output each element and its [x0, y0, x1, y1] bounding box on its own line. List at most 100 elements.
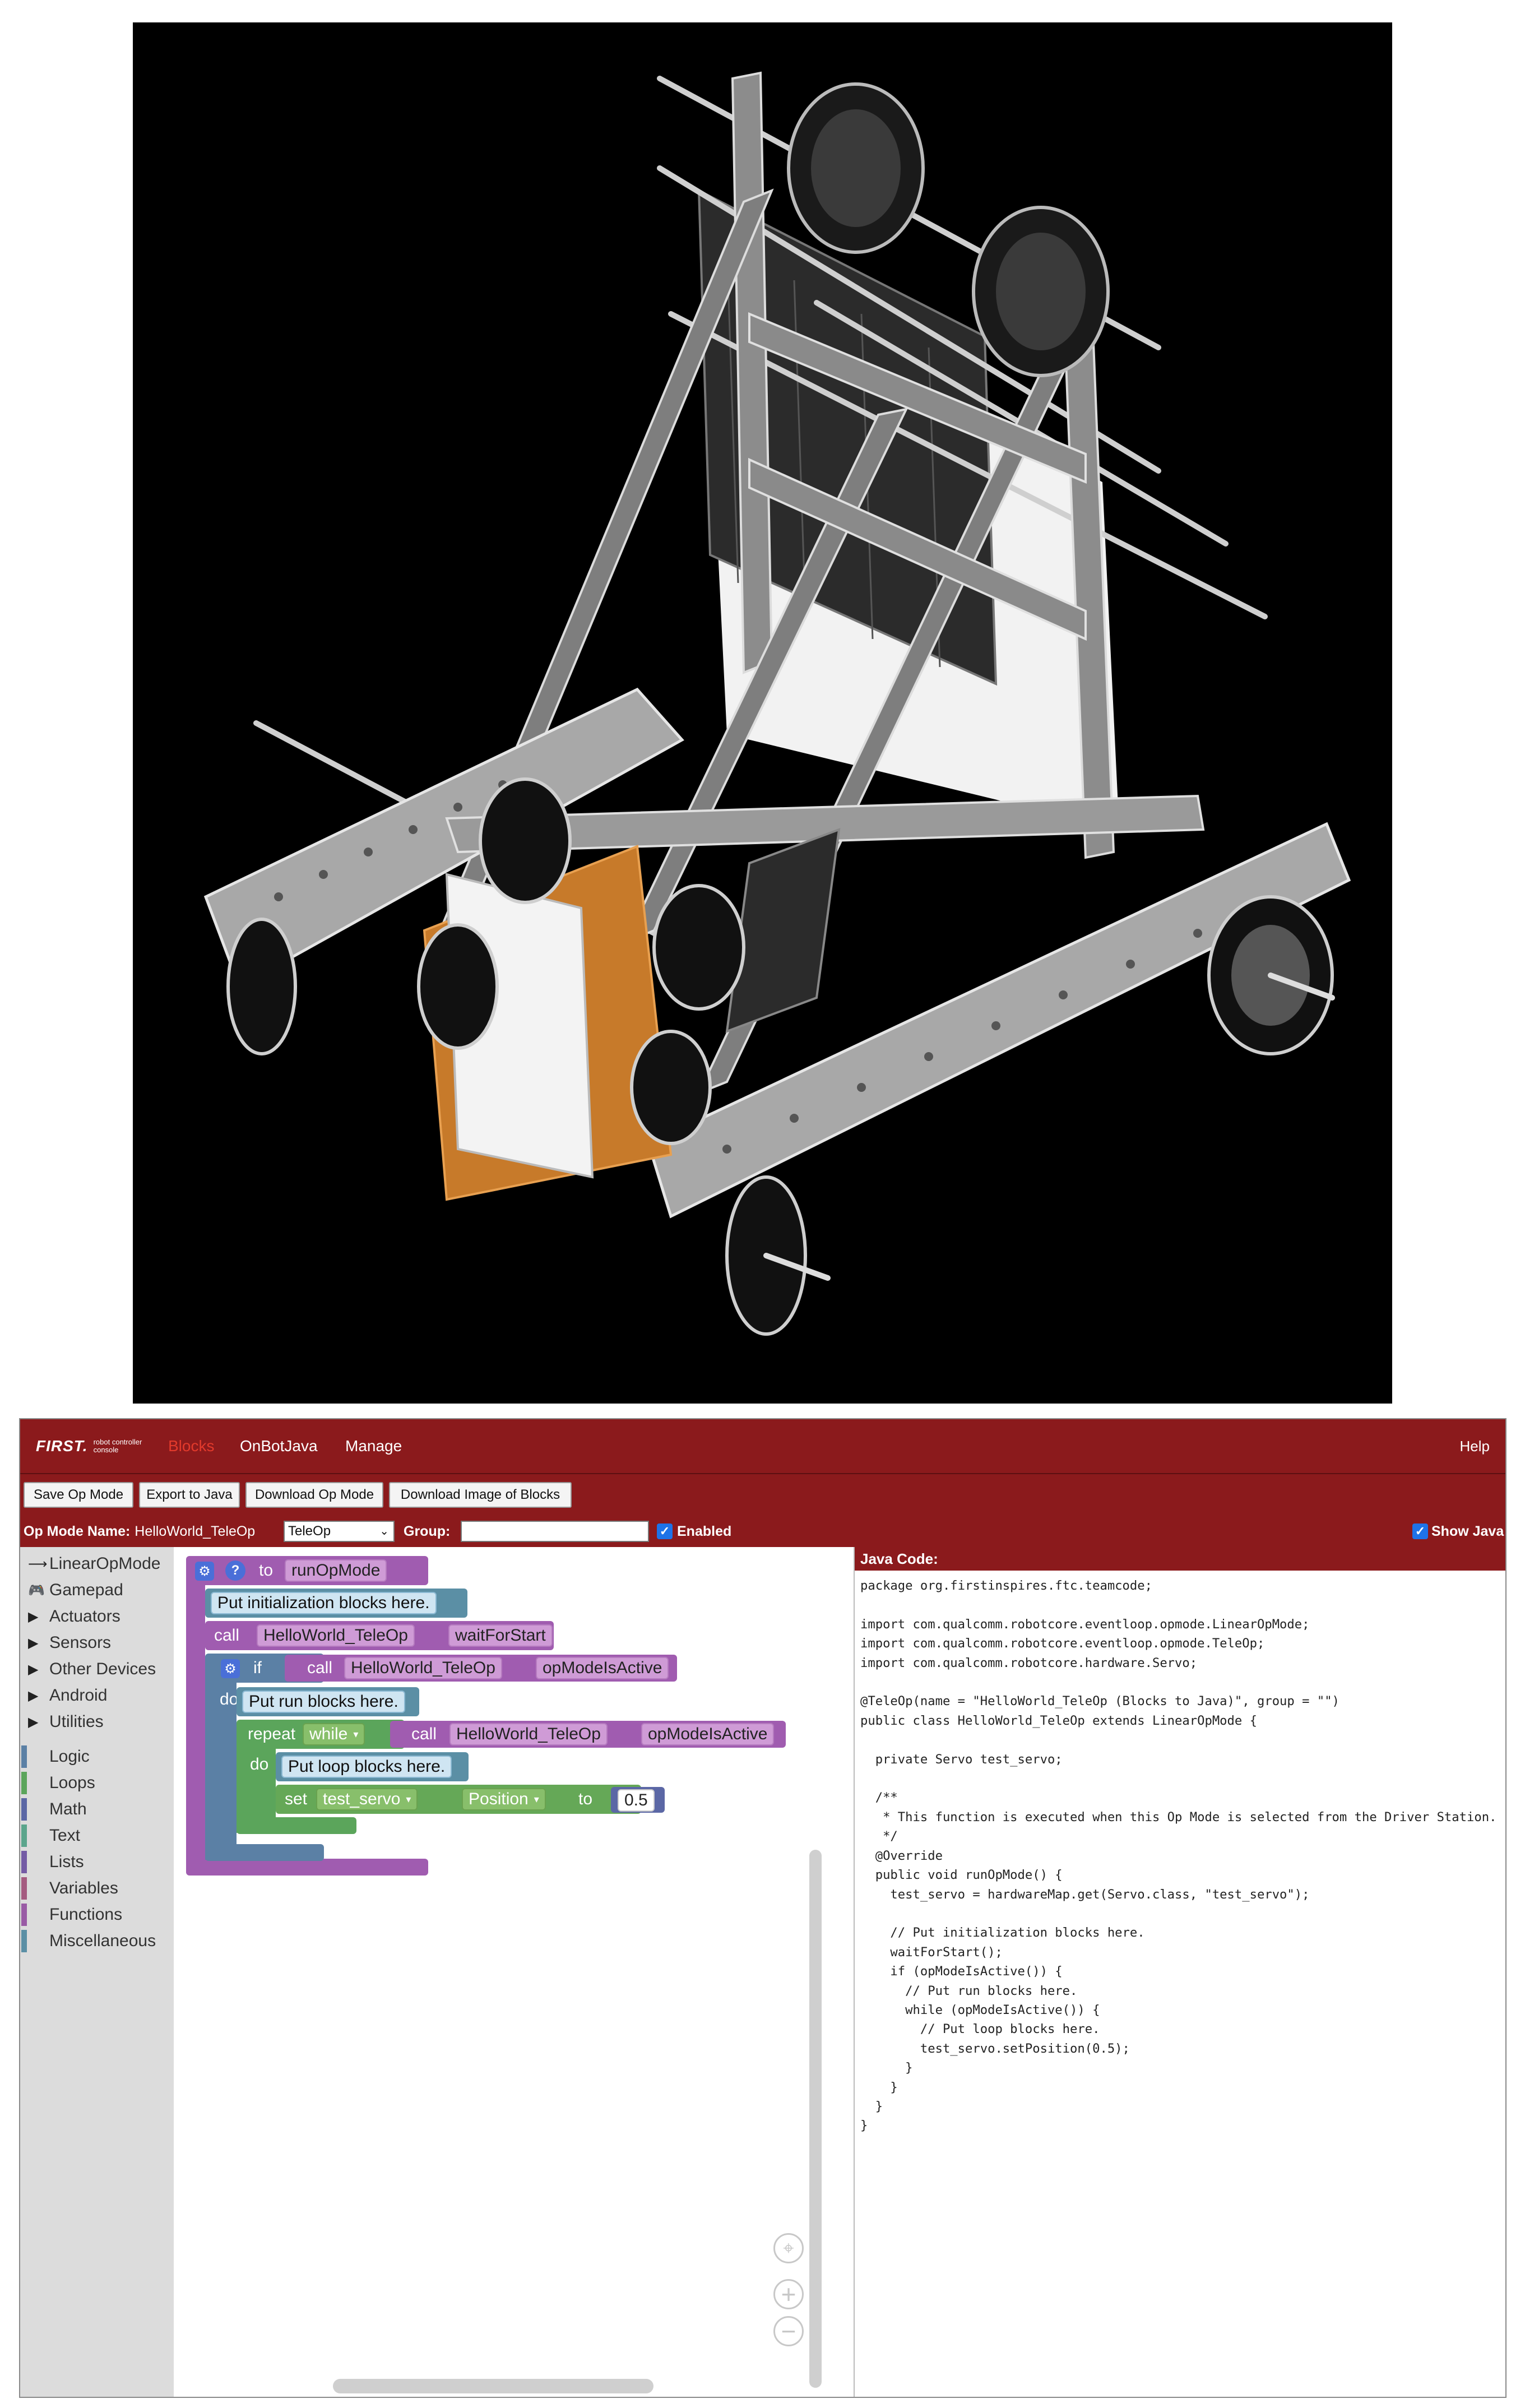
gear-icon[interactable]: ⚙ [221, 1659, 240, 1678]
toolbox-label: Text [49, 1826, 81, 1845]
waitforstart-field[interactable]: waitForStart [448, 1624, 553, 1647]
toolbox-item-miscellaneous[interactable]: Miscellaneous [20, 1929, 174, 1953]
java-code-line: */ [860, 1829, 898, 1844]
java-code-line: * This function is executed when this Op… [860, 1809, 1497, 1824]
download-op-mode-button[interactable]: Download Op Mode [245, 1482, 383, 1508]
caret-right-icon: ▶ [28, 1688, 39, 1703]
tab-blocks[interactable]: Blocks [168, 1419, 215, 1473]
toolbox-item-other-devices[interactable]: ▶ Other Devices [20, 1657, 174, 1682]
category-color-bar [21, 1877, 27, 1900]
op-mode-name: Op Mode Name: HelloWorld_TeleOp [24, 1516, 255, 1547]
robot-illustration [133, 22, 1392, 1404]
loop-comment-field[interactable]: Put loop blocks here. [281, 1756, 452, 1778]
java-code-text: package org.firstinspires.ftc.teamcode; … [860, 1576, 1496, 2136]
save-op-mode-button[interactable]: Save Op Mode [24, 1482, 133, 1508]
gamepad-icon: 🎮 [28, 1582, 45, 1598]
arrow-right-icon: ⟶ [28, 1556, 48, 1572]
toolbox-item-math[interactable]: Math [20, 1797, 174, 1822]
toolbox-item-logic[interactable]: Logic [20, 1744, 174, 1769]
toolbox-label: Sensors [49, 1633, 112, 1652]
logo-first-text: FIRST. [36, 1437, 88, 1455]
java-code-line: } [860, 2080, 898, 2095]
opmodeisactive-field[interactable]: opModeIsActive [641, 1723, 775, 1745]
toolbox-item-actuators[interactable]: ▶ Actuators [20, 1604, 174, 1629]
java-code-line: test_servo.setPosition(0.5); [860, 2041, 1130, 2056]
toolbox-label: Math [49, 1800, 87, 1818]
category-color-bar [21, 1930, 27, 1952]
group-label: Group: [404, 1523, 451, 1539]
java-code-line [860, 1730, 1496, 1749]
while-value: while [309, 1725, 348, 1743]
while-dropdown[interactable]: while ▾ [303, 1723, 365, 1745]
tab-manage[interactable]: Manage [345, 1437, 402, 1455]
help-icon[interactable]: ? [225, 1560, 245, 1581]
init-comment-field[interactable]: Put initialization blocks here. [211, 1592, 437, 1614]
recenter-icon[interactable]: ⌖ [773, 2233, 804, 2263]
category-color-bar [21, 1824, 27, 1847]
java-code-line: // Put run blocks here. [860, 1983, 1078, 1998]
chevron-down-icon: ⌄ [379, 1525, 389, 1538]
download-image-of-blocks-button[interactable]: Download Image of Blocks [389, 1482, 572, 1508]
servo-value: test_servo [323, 1790, 401, 1808]
class-name-field[interactable]: HelloWorld_TeleOp [449, 1723, 608, 1745]
toolbox-label: Actuators [49, 1607, 120, 1626]
horizontal-scrollbar[interactable] [333, 2379, 653, 2393]
servo-dropdown[interactable]: test_servo ▾ [316, 1788, 418, 1810]
java-code-line: } [860, 2118, 868, 2133]
op-mode-bar: Op Mode Name: HelloWorld_TeleOp TeleOp ⌄… [20, 1516, 1505, 1547]
robot-cad-render [133, 22, 1392, 1404]
toolbox-item-loops[interactable]: Loops [20, 1771, 174, 1795]
java-code-line [860, 1595, 1496, 1614]
enabled-checkbox[interactable]: ✓ [657, 1523, 673, 1539]
toolbox-item-variables[interactable]: Variables [20, 1876, 174, 1901]
java-code-line: } [860, 2060, 913, 2076]
do-keyword: do [250, 1755, 269, 1773]
zoom-in-icon[interactable]: + [773, 2279, 804, 2309]
class-name-field[interactable]: HelloWorld_TeleOp [257, 1624, 415, 1647]
toolbox-label: Functions [49, 1905, 123, 1924]
class-name-field[interactable]: HelloWorld_TeleOp [344, 1657, 502, 1679]
toolbox-label: Loops [49, 1773, 95, 1792]
java-code-line: test_servo = hardwareMap.get(Servo.class… [860, 1887, 1310, 1902]
if-block-footer [205, 1844, 324, 1861]
toolbox-item-utilities[interactable]: ▶ Utilities [20, 1710, 174, 1734]
run-comment-field[interactable]: Put run blocks here. [242, 1691, 405, 1713]
group-input[interactable] [461, 1521, 649, 1542]
toolbox-item-android[interactable]: ▶ Android [20, 1683, 174, 1708]
blocks-workspace[interactable]: ⚙ ? to runOpMode Put initialization bloc… [175, 1547, 855, 2397]
op-mode-type-select[interactable]: TeleOp ⌄ [284, 1521, 395, 1542]
robot-controller-console: FIRST. robot controller console Blocks O… [19, 1418, 1507, 2398]
show-java-checkbox[interactable]: ✓ [1412, 1523, 1428, 1539]
tab-onbotjava[interactable]: OnBotJava [240, 1437, 318, 1455]
number-value-field[interactable]: 0.5 [618, 1789, 655, 1812]
toolbox-item-gamepad[interactable]: 🎮 Gamepad [20, 1578, 174, 1603]
java-code-line: @TeleOp(name = "HelloWorld_TeleOp (Block… [860, 1694, 1339, 1709]
property-dropdown[interactable]: Position ▾ [462, 1788, 546, 1810]
gear-icon[interactable]: ⚙ [195, 1562, 214, 1581]
toolbox-label: Logic [49, 1747, 90, 1766]
toolbox-item-text[interactable]: Text [20, 1823, 174, 1848]
java-code-line: @Override [860, 1848, 943, 1863]
repeat-keyword: repeat [248, 1725, 296, 1743]
procedure-name-field[interactable]: runOpMode [285, 1559, 387, 1582]
repeat-block-footer [237, 1817, 356, 1834]
caret-right-icon: ▶ [28, 1635, 39, 1651]
caret-down-icon: ▾ [534, 1793, 539, 1805]
toolbox-item-linearopmode[interactable]: ⟶ LinearOpMode [20, 1552, 174, 1576]
export-to-java-button[interactable]: Export to Java [139, 1482, 240, 1508]
toolbox-item-functions[interactable]: Functions [20, 1902, 174, 1927]
vertical-scrollbar[interactable] [809, 1850, 822, 2388]
toolbox-item-sensors[interactable]: ▶ Sensors [20, 1631, 174, 1655]
opmodeisactive-field[interactable]: opModeIsActive [536, 1657, 669, 1679]
toolbox-item-lists[interactable]: Lists [20, 1850, 174, 1874]
category-color-bar [21, 1772, 27, 1794]
zoom-out-icon[interactable]: − [773, 2316, 804, 2346]
java-code-line: package org.firstinspires.ftc.teamcode; [860, 1578, 1152, 1593]
java-code-line: waitForStart(); [860, 1944, 1003, 1960]
blocks-toolbox: ⟶ LinearOpMode 🎮 Gamepad ▶ Actuators ▶ S… [20, 1547, 174, 2397]
java-code-line: import com.qualcomm.robotcore.hardware.S… [860, 1655, 1198, 1670]
first-logo[interactable]: FIRST. robot controller console [36, 1430, 144, 1462]
help-link[interactable]: Help [1459, 1437, 1490, 1455]
toolbox-label: Utilities [49, 1712, 104, 1731]
show-java-label: Show Java [1431, 1523, 1504, 1539]
